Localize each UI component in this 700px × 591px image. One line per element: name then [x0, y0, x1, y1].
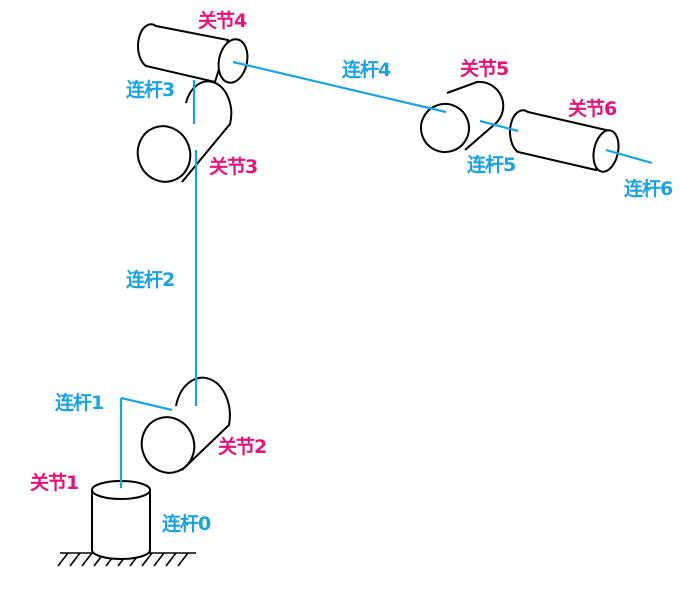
joint-2-cylinder — [140, 376, 231, 474]
link-6-label: 连杆6 — [624, 177, 673, 200]
link-0-label: 连杆0 — [162, 512, 211, 535]
joint-5-cylinder — [420, 80, 505, 153]
joint-2-label: 关节2 — [218, 435, 266, 458]
link-1-line — [120, 396, 173, 412]
joint-3-cylinder — [136, 80, 233, 183]
link-6-line — [605, 148, 653, 165]
link-5-label: 连杆5 — [467, 153, 515, 176]
link-lines — [119, 60, 653, 488]
joint-4-label: 关节4 — [198, 9, 247, 32]
joint-1-label: 关节1 — [30, 471, 78, 494]
link-2-label: 连杆2 — [126, 268, 174, 291]
link-4-label: 连杆4 — [342, 58, 391, 81]
joint-4-cylinder — [137, 23, 249, 84]
link-3-label: 连杆3 — [126, 78, 174, 101]
joint-3-label: 关节3 — [209, 155, 257, 178]
link-4-line — [232, 60, 447, 114]
link-1-label: 连杆1 — [55, 391, 103, 414]
joint-5-label: 关节5 — [460, 57, 508, 80]
joint-1-cylinder — [91, 480, 151, 560]
joint-6-label: 关节6 — [568, 97, 617, 120]
link-5-line — [479, 119, 519, 133]
